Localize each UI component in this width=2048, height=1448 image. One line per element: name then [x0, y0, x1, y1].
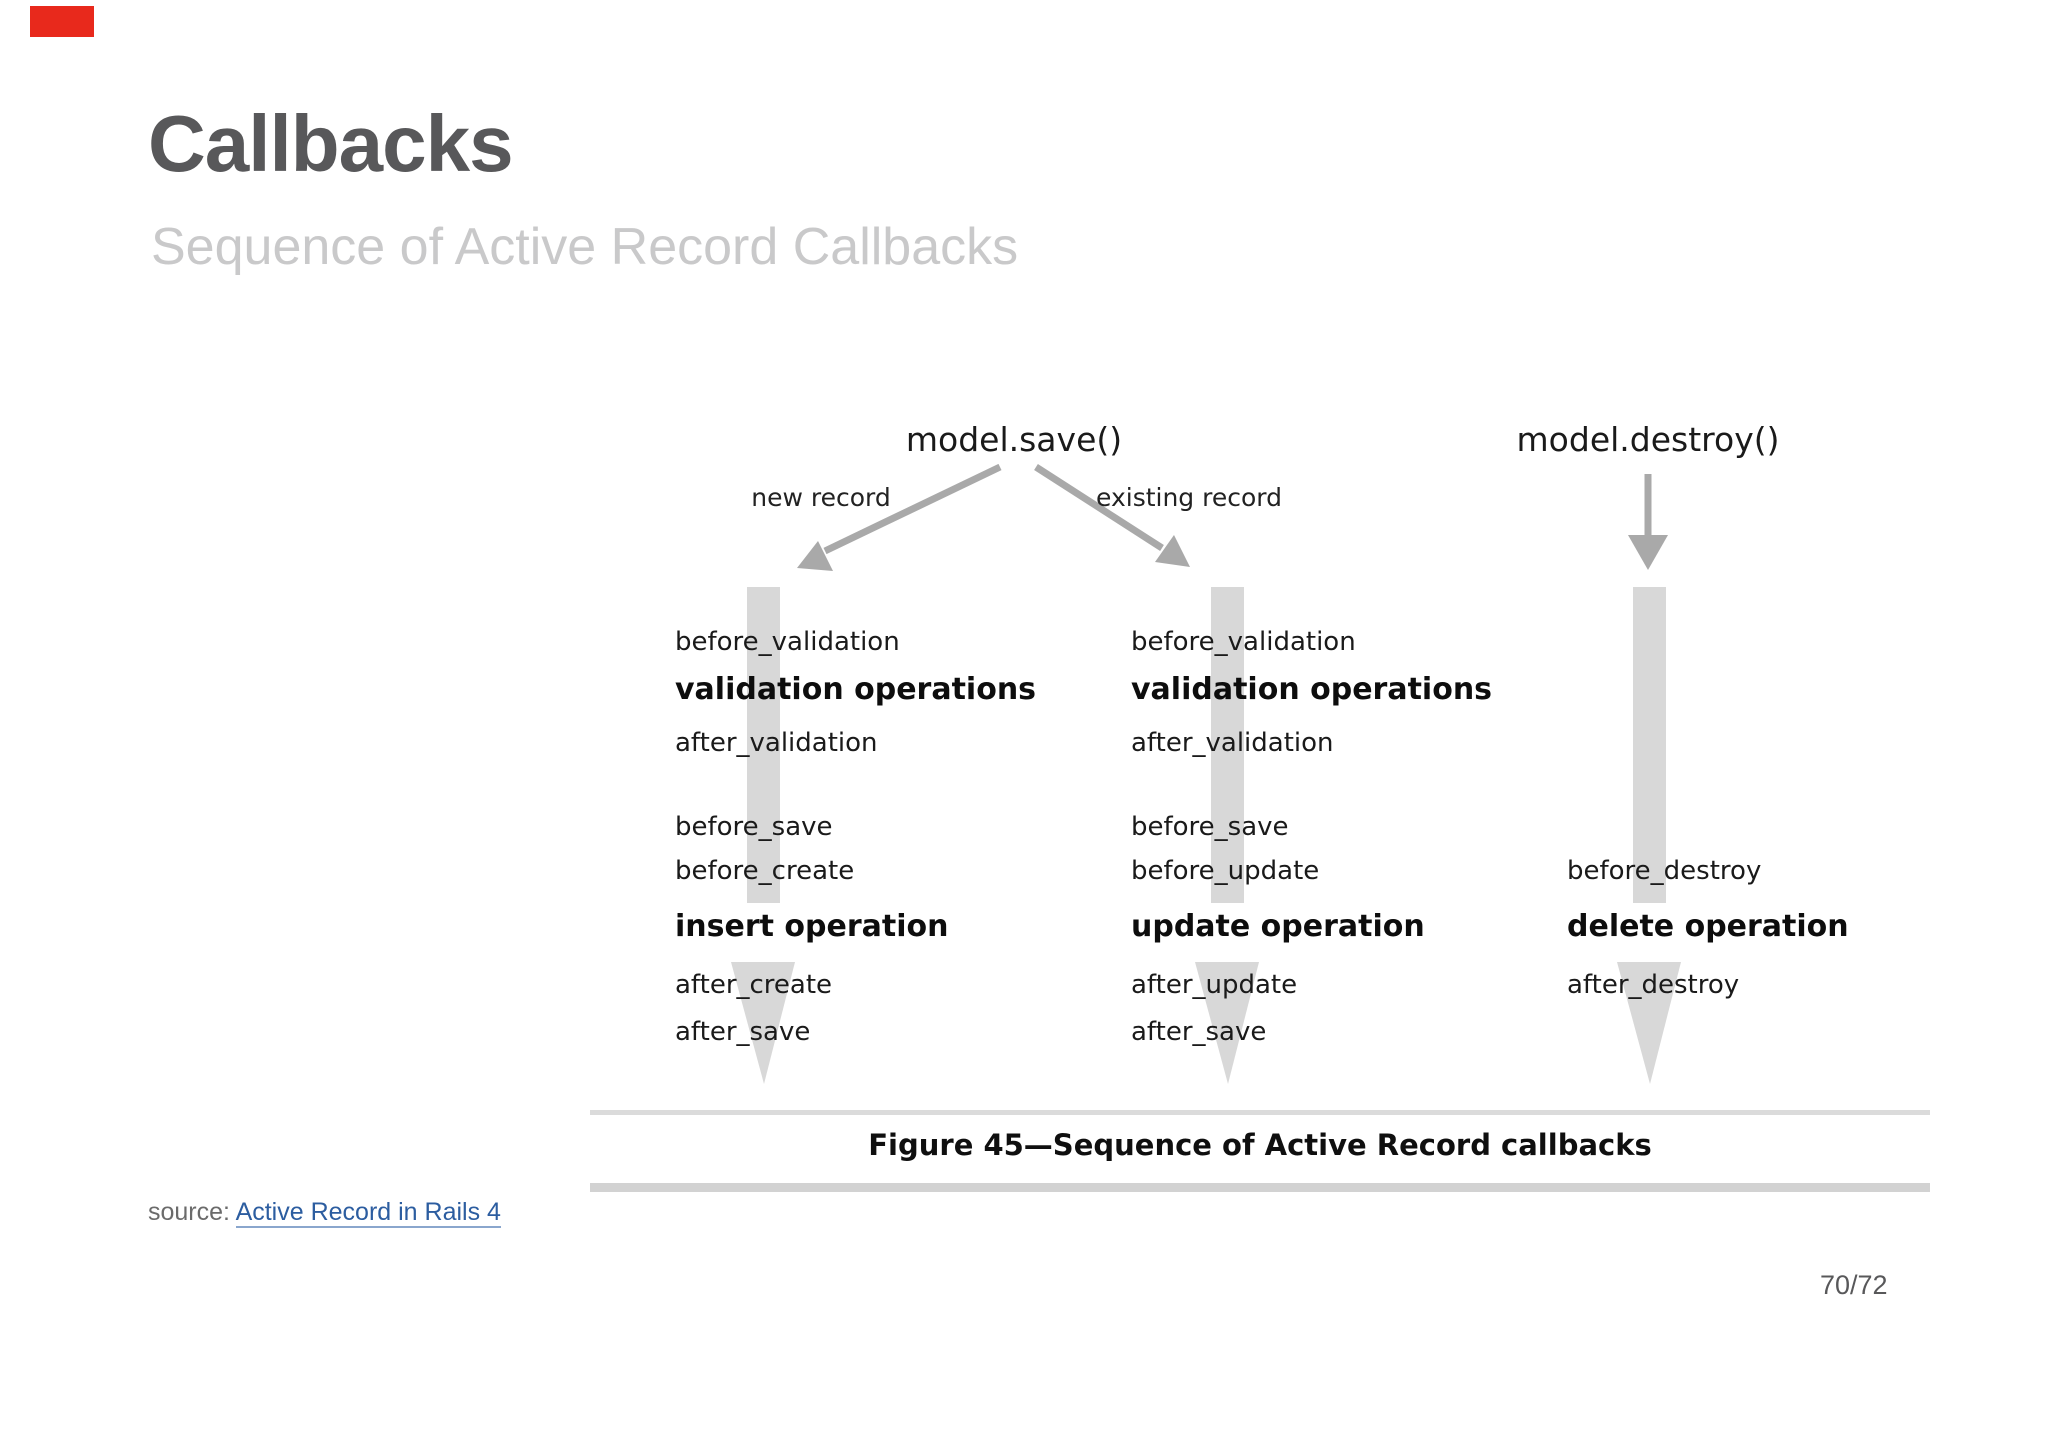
new-record-label: new record [751, 483, 891, 512]
callback-step: before_destroy [1567, 856, 1762, 886]
existing-record-label: existing record [1096, 483, 1282, 512]
callback-step: after_create [675, 970, 833, 1000]
callback-step: before_validation [1131, 627, 1356, 657]
model-destroy-label: model.destroy() [1516, 420, 1780, 459]
callback-step: after_destroy [1567, 970, 1740, 1000]
destroy-arrow [1628, 474, 1668, 570]
operation-step: delete operation [1567, 909, 1849, 944]
callback-step: after_validation [1131, 728, 1334, 758]
page-title: Callbacks [148, 99, 514, 188]
caption-bottom-rule [590, 1183, 1930, 1192]
operation-step: insert operation [675, 909, 949, 944]
operation-step: validation operations [675, 672, 1037, 707]
existing-record-arrow [1034, 464, 1190, 567]
callback-step: after_save [675, 1017, 811, 1047]
operation-step: validation operations [1131, 672, 1493, 707]
figure-caption: Figure 45—Sequence of Active Record call… [868, 1128, 1652, 1162]
callback-step: after_save [1131, 1017, 1267, 1047]
callback-step: after_validation [675, 728, 878, 758]
callback-step: after_update [1131, 970, 1298, 1000]
callback-step: before_update [1131, 856, 1320, 886]
caption-top-rule [590, 1110, 1930, 1115]
model-save-label: model.save() [905, 420, 1123, 459]
source-link[interactable]: Active Record in Rails 4 [235, 1198, 501, 1228]
operation-step: update operation [1131, 909, 1425, 944]
callback-step: before_validation [675, 627, 900, 657]
source-line: source: Active Record in Rails 4 [148, 1196, 501, 1228]
recording-indicator [30, 6, 94, 37]
callback-step: before_save [1131, 812, 1289, 842]
page-number: 70/72 [1820, 1270, 1888, 1300]
page-subtitle: Sequence of Active Record Callbacks [151, 218, 1019, 276]
callback-step: before_save [675, 812, 833, 842]
source-label: source: [148, 1198, 230, 1226]
callback-step: before_create [675, 856, 855, 886]
